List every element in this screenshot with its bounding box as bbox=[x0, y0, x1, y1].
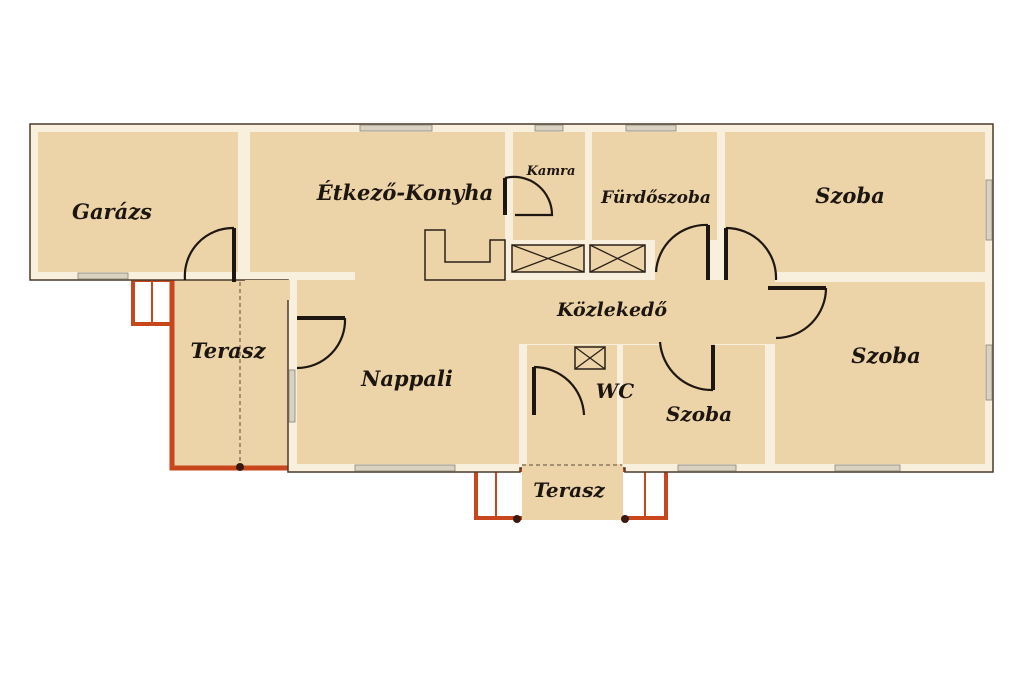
room-label-wc: WC bbox=[596, 379, 634, 403]
room-label-garage: Garázs bbox=[72, 199, 152, 224]
kitchen-counter bbox=[424, 229, 506, 281]
room-label-terrace-bottom: Terasz bbox=[533, 478, 605, 502]
windows bbox=[77, 124, 993, 472]
room-label-terrace-left: Terasz bbox=[191, 338, 267, 363]
room-label-bedroom-right: Szoba bbox=[851, 343, 920, 368]
room-label-bathroom: Fürdőszoba bbox=[600, 188, 711, 208]
room-label-living: Nappali bbox=[360, 366, 453, 391]
room-label-hallway: Közlekedő bbox=[556, 299, 667, 321]
room-label-kitchen: Étkező-Konyha bbox=[316, 180, 493, 205]
shaft-boxes bbox=[511, 244, 646, 370]
rooms bbox=[38, 132, 985, 520]
room-label-pantry: Kamra bbox=[526, 164, 576, 179]
doors bbox=[183, 175, 828, 523]
room-label-bedroom-small: Szoba bbox=[666, 402, 732, 426]
room-label-bedroom-top: Szoba bbox=[815, 183, 884, 208]
